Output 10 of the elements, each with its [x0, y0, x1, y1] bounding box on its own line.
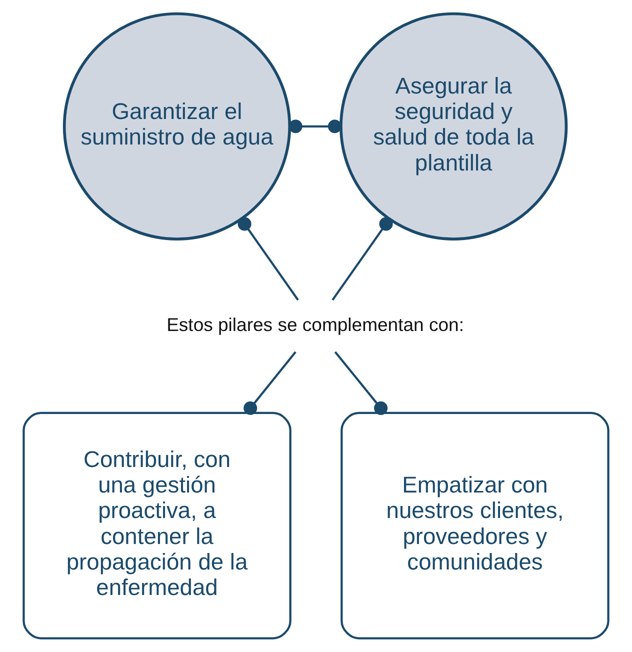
node-circle: Garantizar el suministro de agua	[62, 12, 292, 240]
connector	[332, 217, 393, 301]
connector	[288, 120, 342, 134]
node-box: Empatizar con nuestros clientes, proveedores y comunidades	[340, 412, 610, 640]
node-text: Estos pilares se complementan con:	[166, 314, 464, 335]
connector	[244, 351, 296, 415]
node-circle: Asegurar la seguridad y salud de toda la plantilla	[340, 12, 568, 240]
node-box: Contribuir, con una gestión proactiva, a contener la propagación de la enfermedad	[22, 412, 292, 640]
connector	[238, 217, 299, 301]
connector	[334, 351, 388, 415]
